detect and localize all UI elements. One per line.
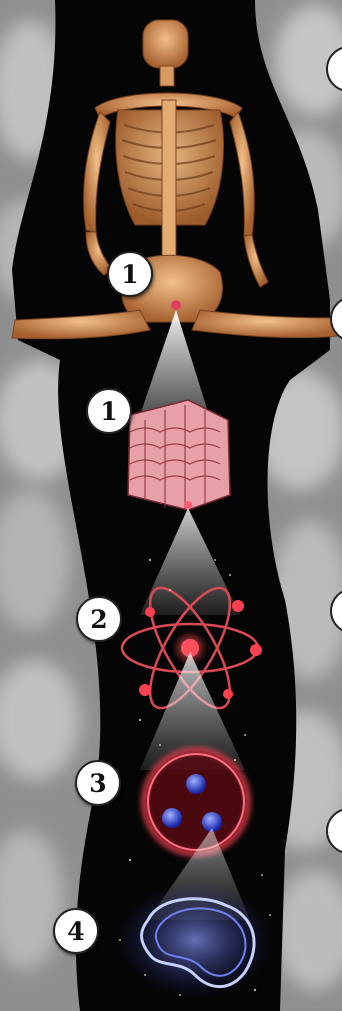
marker-nucleus-stage: 3 <box>75 760 121 806</box>
marker-collagen-stage: 1 <box>86 388 132 434</box>
nucleus <box>144 750 248 854</box>
marker-bone-stage: 1 <box>107 251 153 297</box>
bone-highlight <box>171 300 181 310</box>
skull <box>143 20 188 68</box>
quark-string <box>117 882 273 998</box>
marker-atom-stage: 2 <box>76 596 122 642</box>
collagen-mesh <box>128 400 230 510</box>
spine <box>162 100 176 270</box>
marker-quark-stage: 4 <box>53 908 99 954</box>
